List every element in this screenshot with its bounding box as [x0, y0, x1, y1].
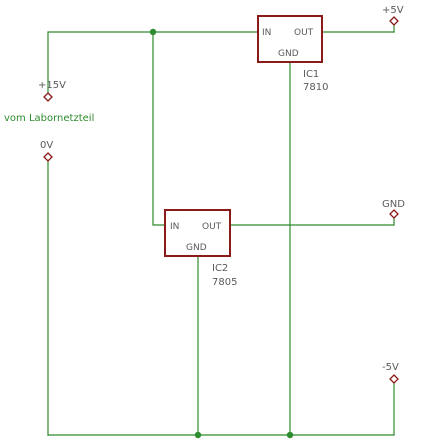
junction-bottom-ic1 [286, 431, 294, 439]
ic1-pin-out: OUT [294, 28, 314, 38]
ic1-value: 7810 [303, 82, 328, 93]
terminal-minus5-label: -5V [382, 362, 399, 373]
ic2-value: 7805 [212, 277, 237, 288]
ic2-pin-out: OUT [202, 222, 222, 232]
ic2-name: IC2 [212, 263, 228, 274]
terminals [43, 16, 399, 384]
terminal-minus5-pad [389, 374, 399, 384]
terminal-gnd-label: GND [382, 199, 405, 210]
ic2: IN OUT GND IC2 7805 [164, 209, 237, 288]
wire-ic2-input [152, 31, 166, 226]
ic1-body [257, 15, 323, 63]
terminal-zero-pad [43, 152, 53, 162]
terminal-plus5-label: +5V [382, 5, 404, 16]
ic2-body [164, 209, 231, 257]
terminal-plus15-pad [43, 92, 53, 102]
source-label: vom Labornetzteil [4, 113, 94, 124]
wire-plus15-in [47, 31, 259, 97]
junction-bottom-ic2 [194, 431, 202, 439]
terminal-gnd-pad [389, 209, 399, 219]
terminal-plus5-pad [389, 16, 399, 26]
ic1-pin-gnd: GND [278, 49, 299, 59]
wires [47, 23, 395, 436]
ic2-pin-in: IN [170, 222, 179, 232]
terminal-plus15-label: +15V [38, 80, 66, 91]
junctions [149, 28, 294, 439]
junction-top [149, 28, 157, 36]
ic2-pin-gnd: GND [186, 243, 207, 253]
ic1-pin-in: IN [262, 28, 271, 38]
ic1: IN OUT GND IC1 7810 [257, 15, 328, 93]
terminal-zero-label: 0V [40, 140, 53, 151]
ic1-name: IC1 [303, 69, 319, 80]
